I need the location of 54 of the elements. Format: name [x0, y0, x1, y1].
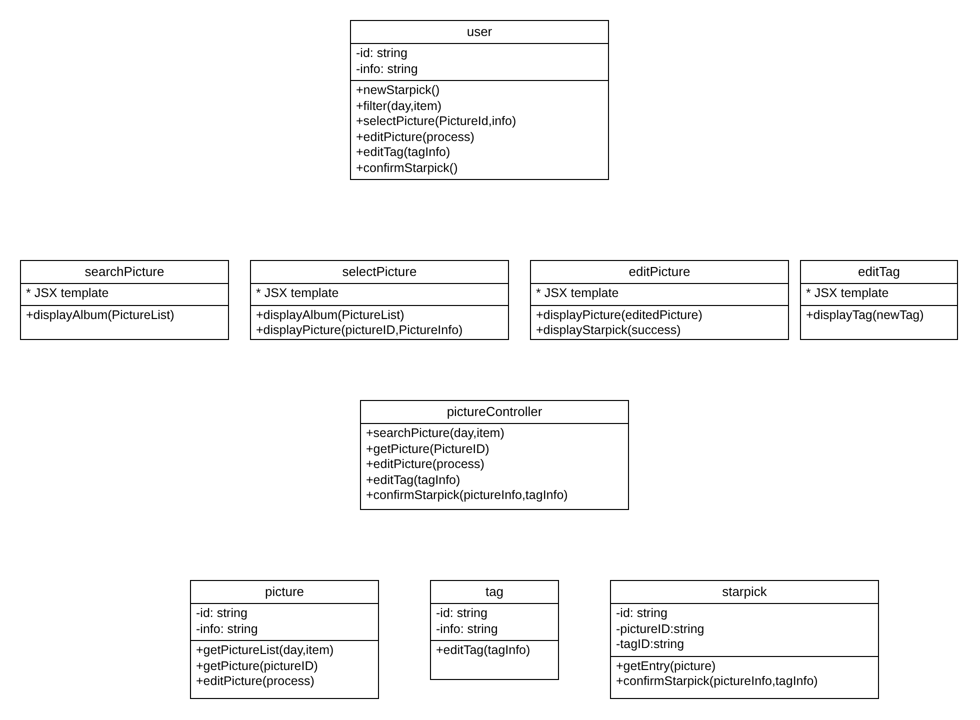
- member-text: +editPicture(process): [366, 457, 486, 472]
- member-text: -id: string: [356, 46, 408, 62]
- member-text: +editPicture(process): [356, 130, 476, 145]
- member-text: +displayAlbum(PictureList): [256, 308, 406, 323]
- member-text: -id: string: [436, 606, 488, 622]
- class-name: selectPicture: [341, 263, 418, 281]
- member-text: +searchPicture(day,item): [366, 426, 506, 442]
- class-box: [20, 260, 229, 340]
- class-box: [350, 20, 609, 180]
- member-text: +getEntry(picture): [616, 658, 717, 674]
- member-text: +editTag(tagInfo): [366, 472, 462, 488]
- class-name: editPicture: [628, 263, 692, 281]
- member-text: +getPictureList(day,item): [196, 643, 335, 658]
- member-text: +displayStarpick(success): [536, 323, 682, 338]
- class-box: [430, 580, 559, 680]
- member-text: +confirmStarpick(pictureInfo,tagInfo): [366, 488, 569, 504]
- member-text: +editTag(tagInfo): [436, 643, 532, 658]
- member-text: -info: string: [436, 622, 499, 637]
- class-box: [800, 260, 958, 340]
- member-text: +editPicture(process): [196, 674, 316, 690]
- member-text: * JSX template: [256, 286, 340, 302]
- member-text: -tagID:string: [616, 637, 686, 652]
- member-text: * JSX template: [26, 286, 110, 302]
- member-text: +getPicture(PictureID): [366, 442, 490, 457]
- class-box: [530, 260, 789, 340]
- member-text: -id: string: [616, 606, 668, 622]
- member-text: -pictureID:string: [616, 622, 706, 637]
- class-box: [250, 260, 509, 340]
- member-text: +displayPicture(editedPicture): [536, 308, 704, 323]
- member-text: -info: string: [196, 622, 259, 637]
- class-box: [360, 400, 629, 510]
- class-name: searchPicture: [84, 263, 166, 281]
- class-name: starpick: [721, 583, 768, 601]
- class-name: picture: [264, 583, 306, 601]
- member-text: +confirmStarpick(): [356, 160, 459, 176]
- member-text: +displayPicture(pictureID,PictureInfo): [256, 323, 464, 338]
- class-name: editTag: [857, 263, 901, 281]
- member-text: +getPicture(pictureID): [196, 658, 319, 674]
- member-text: -id: string: [196, 606, 248, 622]
- member-text: +newStarpick(): [356, 83, 441, 98]
- member-text: * JSX template: [806, 286, 890, 302]
- class-name: tag: [484, 583, 505, 601]
- member-text: +confirmStarpick(pictureInfo,tagInfo): [616, 674, 819, 690]
- class-box: [190, 580, 379, 699]
- member-text: +editTag(tagInfo): [356, 145, 452, 160]
- member-text: * JSX template: [536, 286, 620, 302]
- member-text: -info: string: [356, 62, 419, 77]
- class-name: pictureController: [446, 403, 544, 421]
- class-name: user: [466, 23, 494, 41]
- member-text: +displayAlbum(PictureList): [26, 308, 176, 323]
- class-box: [610, 580, 879, 699]
- member-text: +selectPicture(PictureId,info): [356, 114, 518, 130]
- member-text: +filter(day,item): [356, 98, 443, 114]
- member-text: +displayTag(newTag): [806, 308, 925, 323]
